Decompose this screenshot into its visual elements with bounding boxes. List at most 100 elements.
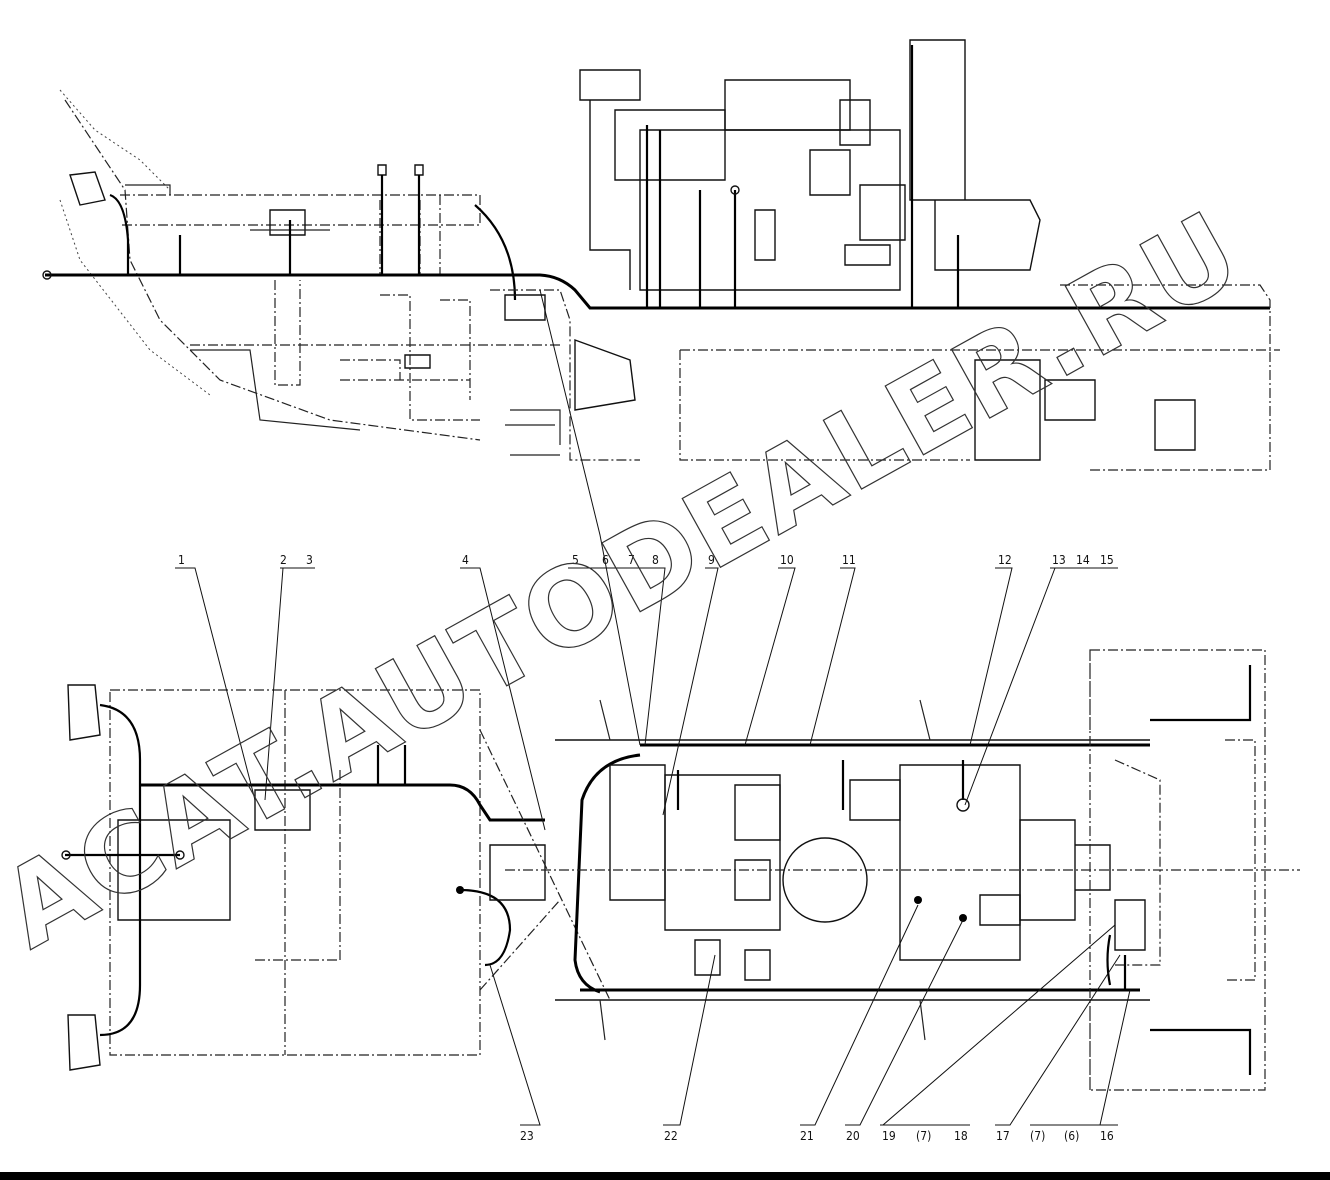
leader-13-15 [964,567,1118,806]
cab-frame-plan [109,689,481,1056]
callout-7a: (7) [916,1129,931,1143]
watermark-text: ACAT.AUTODEALER.RU [0,188,1260,972]
cab-lower-outline [64,99,481,441]
lower-components [694,939,771,981]
gearbox [504,294,546,321]
cab-outline [59,89,171,191]
main-harness-side [45,273,1270,310]
frame-brackets [599,699,931,1041]
frame-posts [379,195,441,275]
rear-frame [1060,284,1271,471]
leader-20 [845,919,964,1126]
cab-front-outline [59,199,211,396]
callout-12: 12 [998,553,1012,567]
head-lamp-left [67,684,101,741]
rail-harness [580,743,1150,992]
pump-lines [505,409,561,456]
leader-16 [1030,989,1131,1126]
callout-11: 11 [842,553,856,567]
callout-23: 23 [520,1129,534,1143]
fuse-box [1114,899,1146,951]
callout-8: 8 [652,553,659,567]
counterweight-inner [1114,739,1256,981]
leader-5-8 [568,567,666,746]
cross-plug-left [61,850,71,860]
leader-4 [460,567,546,831]
leader-11 [809,567,856,746]
leader-1 [175,567,256,801]
main-harness-plan-front [140,783,545,822]
bottom-border-bar [0,1172,1330,1180]
chassis-block [380,294,480,421]
leader-12 [969,567,1013,746]
leader-17 [995,954,1121,1126]
leader-23 [489,964,541,1126]
frame-lower [190,344,1280,461]
engine-front [579,69,641,290]
turbo [734,784,781,901]
head-lamp-right [67,1014,101,1071]
lower-step [190,349,361,431]
sensor-13 [956,798,970,812]
relay-block-plan [254,789,311,831]
leader-9 [662,567,719,816]
engine-block-upper [614,109,726,181]
radiator [909,39,1041,271]
engine-center-block [664,774,781,931]
filter-plan [849,779,901,821]
sensor-21 [914,896,922,904]
transmission-plan [899,764,1021,961]
transmission-outline [490,289,640,461]
callout-9: 9 [708,553,715,567]
rear-lamp-wires [1150,665,1252,1075]
seat-area [117,819,231,921]
callout-10: 10 [780,553,794,567]
engine-loop-harness [573,753,641,994]
harness-end [42,270,52,280]
callout-6: 6 [602,553,609,567]
cab-drops [178,220,292,275]
callout-1: 1 [178,553,185,567]
sensor [730,185,740,195]
air-cleaner [724,79,851,131]
articulation-joint [489,844,546,901]
leader-10 [744,567,796,746]
callout-18: 18 [954,1129,968,1143]
engine-wires [645,125,737,308]
leader-19-18 [880,924,1116,1126]
callout-20: 20 [846,1129,860,1143]
radiator-wires [910,45,960,308]
leader-2-3 [264,567,315,801]
callout-3: 3 [306,553,313,567]
callout-21: 21 [800,1129,814,1143]
rear-frame-rails [555,739,1150,1001]
callout-2: 2 [280,553,287,567]
callout-17: 17 [996,1129,1010,1143]
plug-23 [456,886,464,894]
harness-plugs [377,164,424,176]
cab-inner-lines [255,690,341,1055]
cross-plug-right [175,850,185,860]
callout-labels: 1 2 3 4 5 6 7 8 9 10 11 12 13 14 15 23 2… [178,553,1114,1143]
callout-15: 15 [1100,553,1114,567]
callout-7: 7 [628,553,635,567]
engine-accessories [844,184,906,266]
counterweight-box [1154,399,1196,451]
callout-19: 19 [882,1129,896,1143]
filters [809,99,871,196]
leader-cross-view [539,289,641,746]
leader-21 [800,904,919,1126]
harness-loop [474,204,517,301]
cab-lamp-wire [109,193,130,275]
mount-post [274,280,301,386]
callout-5: 5 [572,553,579,567]
small-box [404,354,431,369]
side-lamp [69,171,106,206]
leader-22 [663,954,716,1126]
callout-22: 22 [664,1129,678,1143]
converter [574,339,636,411]
pump-plan [1019,819,1111,921]
plan-drops [376,745,407,785]
